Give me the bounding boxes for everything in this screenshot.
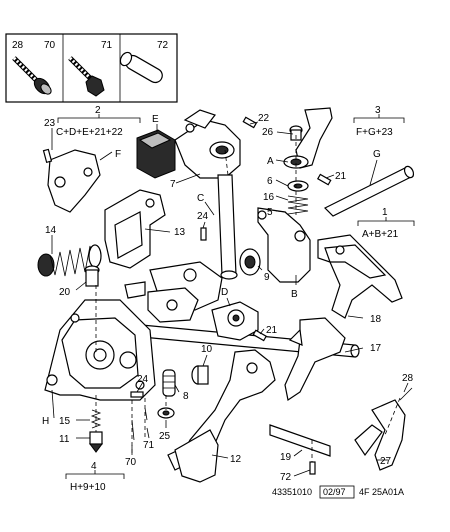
callout-F: F xyxy=(115,149,121,160)
group-formula-3: F+G+23 xyxy=(356,127,393,138)
fastener-inset-box: 28 70 71 72 xyxy=(5,33,178,103)
bolt-71-icon xyxy=(144,407,148,421)
callout-71: 71 xyxy=(143,440,155,451)
callout-21-upper: 21 xyxy=(335,171,347,182)
block-F xyxy=(47,149,101,213)
callout-70: 70 xyxy=(125,457,137,468)
inset-label-71: 71 xyxy=(101,40,113,51)
shaft-C xyxy=(217,174,238,280)
pin-21a xyxy=(316,173,332,186)
group-number-1: 1 xyxy=(382,207,388,218)
group-bracket-2 xyxy=(57,114,141,123)
callout-72: 72 xyxy=(280,472,292,483)
callout-27: 27 xyxy=(380,456,392,467)
callout-19: 19 xyxy=(280,452,292,463)
callout-17: 17 xyxy=(370,343,382,354)
callout-E: E xyxy=(152,114,159,125)
bracket-B xyxy=(257,207,311,283)
arm-7 xyxy=(174,109,241,179)
callout-12: 12 xyxy=(230,454,242,465)
callout-22: 22 xyxy=(258,113,270,124)
washer-6 xyxy=(287,180,309,192)
callout-21-lower: 21 xyxy=(266,325,278,336)
callout-10: 10 xyxy=(201,344,213,355)
plunger-8 xyxy=(162,369,176,397)
callout-26: 26 xyxy=(262,127,274,138)
spring-14 xyxy=(37,244,102,277)
inset-label-28: 28 xyxy=(12,40,24,51)
callout-C: C xyxy=(197,193,204,204)
group-number-2: 2 xyxy=(95,105,101,116)
fork-12-base xyxy=(174,429,219,483)
callout-24-lower: 24 xyxy=(137,374,149,385)
callout-9: 9 xyxy=(264,272,270,283)
group-formula-2: C+D+E+21+22 xyxy=(56,127,123,138)
group-number-4: 4 xyxy=(91,461,97,472)
selector-shaft-G xyxy=(323,165,415,217)
callout-20: 20 xyxy=(59,287,71,298)
footer-drawing-code: 4F 25A01A xyxy=(359,487,404,497)
callout-D: D xyxy=(221,287,228,298)
callout-A: A xyxy=(267,156,274,167)
selector-shaft-19 xyxy=(269,424,331,457)
callout-H: H xyxy=(42,416,49,427)
callout-11: 11 xyxy=(59,434,70,445)
callout-13: 13 xyxy=(174,227,186,238)
lever-26-A xyxy=(283,107,333,169)
leader-lines xyxy=(51,121,409,477)
central-mechanism xyxy=(124,261,223,323)
flange-bolt-icon xyxy=(12,56,52,95)
pin-24b xyxy=(130,391,144,398)
callout-15: 15 xyxy=(59,416,71,427)
callout-23: 23 xyxy=(44,118,56,129)
group-bracket-1 xyxy=(357,217,415,226)
hex-bolt-icon xyxy=(68,56,105,97)
bracket-13 xyxy=(104,189,166,269)
pin-23 xyxy=(42,148,53,164)
callout-labels: 2 C+D+E+21+22 3 F+G+23 1 A+B+21 4 H+9+10… xyxy=(42,105,414,493)
pin-24a xyxy=(200,227,207,241)
callout-5: 5 xyxy=(267,207,273,218)
group-number-3: 3 xyxy=(375,105,381,116)
sleeve-10 xyxy=(191,365,209,385)
dowel-pin-icon xyxy=(119,51,163,84)
spring-16 xyxy=(287,195,309,215)
callout-G: G xyxy=(373,149,381,160)
lever-D xyxy=(211,301,259,341)
callout-28: 28 xyxy=(402,373,414,384)
group-formula-1: A+B+21 xyxy=(362,229,399,240)
fork-18 xyxy=(317,234,403,319)
pin-72b xyxy=(309,461,316,475)
callout-24-upper: 24 xyxy=(197,211,209,222)
housing-H xyxy=(44,299,156,401)
group-bracket-4 xyxy=(65,470,125,479)
cup-20 xyxy=(84,265,100,287)
spring-15 xyxy=(90,409,102,429)
inset-label-70: 70 xyxy=(44,40,56,51)
callout-25: 25 xyxy=(159,431,171,442)
footer-ref-code: 43351010 xyxy=(272,487,312,497)
group-formula-4: H+9+10 xyxy=(70,482,106,493)
inset-label-72: 72 xyxy=(157,40,169,51)
group-bracket-3 xyxy=(353,114,405,123)
callout-14: 14 xyxy=(45,225,57,236)
callout-7: 7 xyxy=(170,179,176,190)
callout-18: 18 xyxy=(370,314,382,325)
callout-8: 8 xyxy=(183,391,189,402)
fork-27 xyxy=(354,399,406,471)
washer-25 xyxy=(157,407,175,419)
callout-6: 6 xyxy=(267,176,273,187)
callout-16: 16 xyxy=(263,192,275,203)
roller-9 xyxy=(239,248,261,276)
callout-B: B xyxy=(291,289,298,300)
footer-reference: 43351010 02/97 4F 25A01A xyxy=(272,485,404,499)
plug-11 xyxy=(89,431,103,453)
lever-E xyxy=(136,129,176,179)
detent-28-icon xyxy=(399,387,413,401)
footer-date-code: 02/97 xyxy=(323,487,346,497)
fork-17 xyxy=(284,317,346,401)
pin-22 xyxy=(242,116,258,129)
